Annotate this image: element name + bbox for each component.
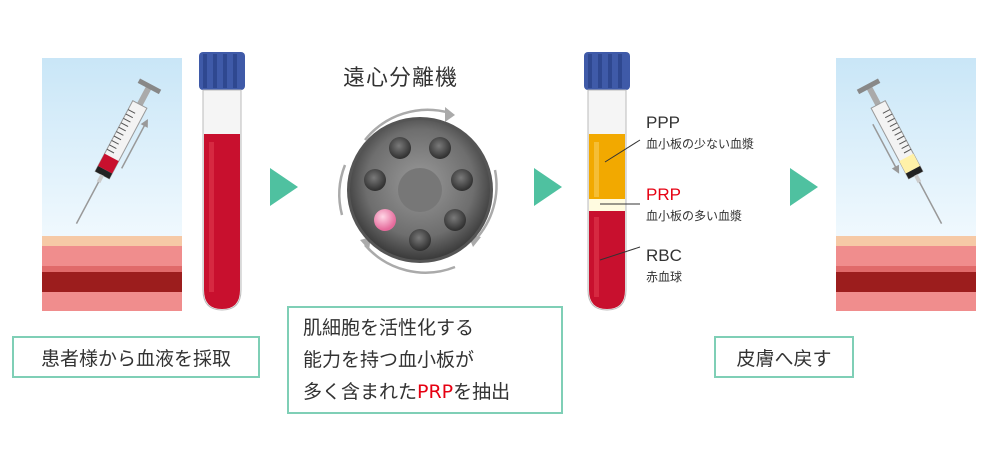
layer-rbc: RBC 赤血球 xyxy=(646,246,682,285)
prp-highlight: PRP xyxy=(417,381,454,403)
step1-caption: 患者様から血液を採取 xyxy=(12,336,260,378)
flow-arrow-2 xyxy=(534,168,562,206)
syringe-inject-illustration xyxy=(836,58,976,311)
step2-caption-line1: 肌細胞を活性化する xyxy=(303,317,475,339)
layer-prp-label: PRP xyxy=(646,185,681,204)
centrifuge-illustration xyxy=(325,95,515,285)
separated-test-tube xyxy=(580,52,634,314)
step3-caption: 皮膚へ戻す xyxy=(714,336,854,378)
step3-caption-text: 皮膚へ戻す xyxy=(736,347,832,370)
layer-ppp: PPP 血小板の少ない血漿 xyxy=(646,113,754,152)
centrifuge-title: 遠心分離機 xyxy=(343,66,459,91)
layer-prp-desc: 血小板の多い血漿 xyxy=(646,209,743,223)
layer-ppp-label: PPP xyxy=(646,113,681,132)
step2-caption-line3: 多く含まれたPRPを抽出 xyxy=(303,381,511,403)
syringe-draw-illustration xyxy=(42,58,182,311)
layer-rbc-desc: 赤血球 xyxy=(646,270,683,284)
blood-test-tube xyxy=(195,52,249,314)
layer-ppp-desc: 血小板の少ない血漿 xyxy=(646,137,755,151)
step1-caption-text: 患者様から血液を採取 xyxy=(40,347,231,370)
step2-caption: 肌細胞を活性化する 能力を持つ血小板が 多く含まれたPRPを抽出 xyxy=(287,306,563,414)
tube-leader-lines xyxy=(599,139,641,261)
layer-rbc-label: RBC xyxy=(646,246,682,265)
flow-arrow-3 xyxy=(790,168,818,206)
step2-caption-line2: 能力を持つ血小板が xyxy=(303,349,475,371)
flow-arrow-1 xyxy=(270,168,298,206)
layer-prp: PRP 血小板の多い血漿 xyxy=(646,185,742,224)
